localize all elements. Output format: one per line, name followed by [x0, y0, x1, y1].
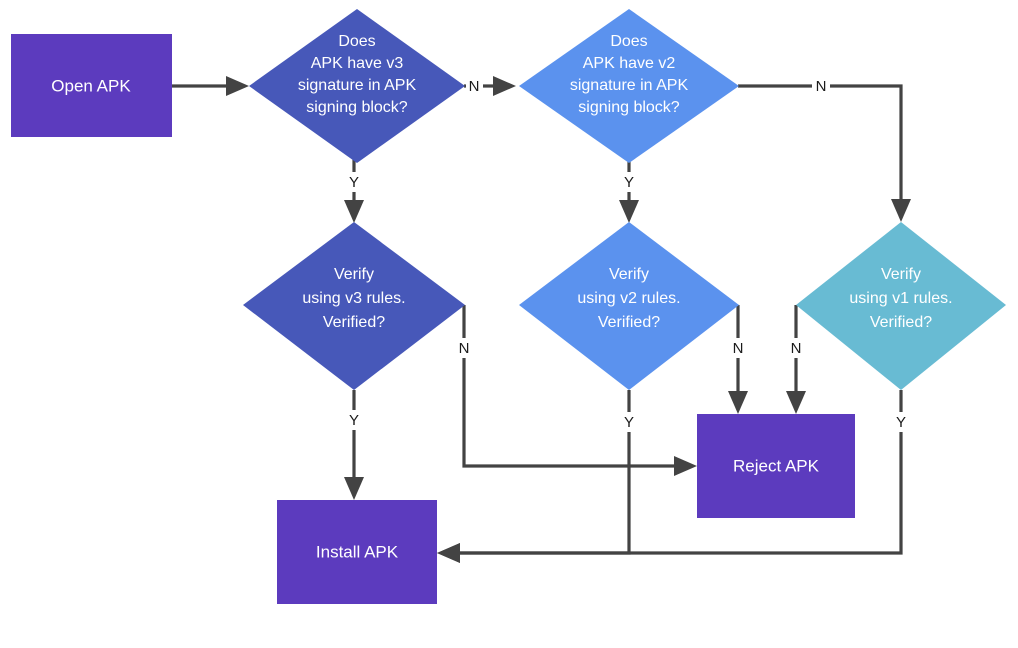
- arrowhead-icon: [437, 543, 460, 563]
- node-label-install-apk: Install APK: [316, 542, 399, 561]
- edge-label-backdrop: [892, 412, 910, 432]
- edge-label-hasv2-no: N: [816, 78, 827, 95]
- edge-open-to-hasv3: [172, 76, 249, 96]
- node-shape-diamond: [249, 9, 465, 163]
- node-label-verify-v1-line3: Verified?: [870, 314, 932, 331]
- edge-label-backdrop: [787, 338, 805, 358]
- edge-hasv3-no-to-hasv2: N: [464, 76, 516, 96]
- edge-label-verifyv2-yes: Y: [624, 414, 634, 431]
- arrowhead-icon: [493, 76, 516, 96]
- edge-label-verifyv3-no: N: [459, 340, 470, 357]
- edge-label-backdrop: [620, 412, 638, 432]
- node-verify-v3[interactable]: Verify using v3 rules. Verified?: [243, 222, 465, 390]
- node-label-verify-v2-line2: using v2 rules.: [577, 290, 680, 307]
- node-label-has-v3-line1: Does: [338, 33, 375, 50]
- edge-line: [738, 84, 903, 206]
- node-install-apk[interactable]: Install APK: [277, 500, 437, 604]
- arrowhead-icon: [226, 76, 249, 96]
- edge-hasv2-no-to-verifyv1: N: [738, 76, 911, 222]
- edge-verifyv3-no-to-reject: N: [455, 305, 697, 476]
- edge-label-backdrop: [466, 76, 483, 96]
- node-label-verify-v3-line2: using v3 rules.: [302, 290, 405, 307]
- node-reject-apk[interactable]: Reject APK: [697, 414, 855, 518]
- edge-label-verifyv2-no: N: [733, 340, 744, 357]
- node-verify-v2[interactable]: Verify using v2 rules. Verified?: [519, 222, 739, 390]
- node-label-verify-v1-line1: Verify: [881, 266, 921, 283]
- node-label-verify-v2-line1: Verify: [609, 266, 649, 283]
- edge-line: [453, 390, 903, 555]
- node-shape-diamond: [519, 9, 739, 163]
- node-label-open-apk: Open APK: [51, 76, 131, 95]
- node-shape-rectangle: [277, 500, 437, 604]
- node-has-v2[interactable]: Does APK have v2 signature in APK signin…: [519, 9, 739, 163]
- node-label-has-v3-line4: signing block?: [306, 99, 408, 116]
- edge-line: [462, 305, 680, 468]
- node-label-has-v2-line4: signing block?: [578, 99, 680, 116]
- node-shape-diamond: [519, 222, 739, 390]
- edge-label-backdrop: [345, 410, 363, 430]
- node-label-reject-apk: Reject APK: [733, 456, 820, 475]
- arrowhead-icon: [344, 477, 364, 500]
- arrowhead-icon: [619, 200, 639, 223]
- edge-verifyv1-no-to-reject: N: [786, 305, 806, 414]
- node-shape-diamond: [796, 222, 1006, 390]
- edge-label-verifyv1-yes: Y: [896, 414, 906, 431]
- edge-verifyv2-no-to-reject: N: [728, 305, 748, 414]
- node-label-has-v3-line2: APK have v3: [311, 55, 404, 72]
- edge-hasv3-yes-to-verifyv3: Y: [344, 153, 364, 223]
- node-verify-v1[interactable]: Verify using v1 rules. Verified?: [796, 222, 1006, 390]
- edge-label-backdrop: [455, 338, 473, 358]
- node-shape-diamond: [243, 222, 465, 390]
- node-label-verify-v3-line3: Verified?: [323, 314, 385, 331]
- edge-label-backdrop: [729, 338, 747, 358]
- node-label-verify-v2-line3: Verified?: [598, 314, 660, 331]
- edge-hasv2-yes-to-verifyv2: Y: [619, 153, 639, 223]
- arrowhead-icon: [891, 199, 911, 222]
- edge-label-verifyv1-no: N: [791, 340, 802, 357]
- arrowhead-icon: [344, 200, 364, 223]
- arrowhead-icon: [786, 391, 806, 414]
- edge-label-backdrop: [620, 172, 638, 192]
- edge-label-backdrop: [345, 172, 363, 192]
- arrowhead-icon: [728, 391, 748, 414]
- edge-line: [453, 390, 631, 555]
- node-label-has-v2-line3: signature in APK: [570, 77, 689, 94]
- arrowhead-icon: [674, 456, 697, 476]
- edge-label-hasv2-yes: Y: [624, 174, 634, 191]
- node-label-verify-v3-line1: Verify: [334, 266, 374, 283]
- node-open-apk[interactable]: Open APK: [11, 34, 172, 137]
- edge-verifyv1-yes-to-install: Y: [437, 390, 910, 563]
- edge-verifyv2-yes-to-install: Y: [437, 390, 638, 563]
- edge-label-verifyv3-yes: Y: [349, 412, 359, 429]
- node-shape-rectangle: [11, 34, 172, 137]
- edge-verifyv3-yes-to-install: Y: [344, 390, 364, 500]
- node-has-v3[interactable]: Does APK have v3 signature in APK signin…: [249, 9, 465, 163]
- node-label-has-v2-line2: APK have v2: [583, 55, 676, 72]
- edge-label-hasv3-yes: Y: [349, 174, 359, 191]
- node-label-verify-v1-line2: using v1 rules.: [849, 290, 952, 307]
- edge-label-backdrop: [812, 76, 830, 96]
- node-label-has-v2-line1: Does: [610, 33, 647, 50]
- node-label-has-v3-line3: signature in APK: [298, 77, 417, 94]
- node-shape-rectangle: [697, 414, 855, 518]
- edge-label-hasv3-no: N: [469, 78, 480, 95]
